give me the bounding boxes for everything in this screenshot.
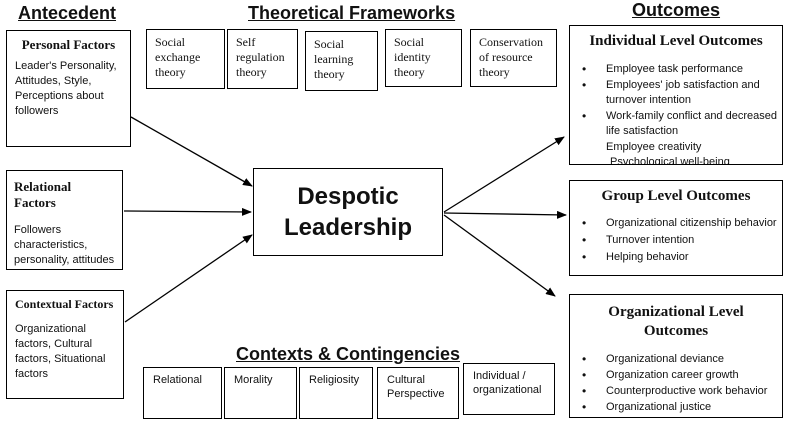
organizational-outcomes-title: Organizational Level Outcomes bbox=[608, 304, 744, 339]
framework-self-regulation: Self regulation theory bbox=[227, 29, 298, 89]
framework-social-identity: Social identity theory bbox=[385, 29, 462, 87]
relational-factors-title: Relational Factors bbox=[14, 179, 72, 210]
framework-label: Social learning theory bbox=[314, 37, 354, 81]
outcomes-heading: Outcomes bbox=[632, 0, 721, 20]
list-item: Turnover intention bbox=[570, 232, 782, 249]
arrow-center-to-individual bbox=[443, 136, 565, 213]
list-item: Employee creativity bbox=[606, 140, 702, 153]
context-label: Religiosity bbox=[309, 374, 360, 386]
list-item: Organizational justice bbox=[570, 399, 782, 415]
context-relational: Relational bbox=[143, 367, 222, 419]
arrow-center-to-group bbox=[443, 210, 567, 219]
contextual-factors-body: Organizational factors, Cultural factors… bbox=[15, 323, 106, 380]
context-label: Relational bbox=[153, 374, 202, 386]
context-label: Cultural Perspective bbox=[387, 374, 445, 400]
list-item: Helping behavior bbox=[570, 249, 782, 266]
list-item: Psychological well-being bbox=[610, 156, 730, 165]
organizational-outcomes-box: Organizational Level Outcomes Organizati… bbox=[569, 294, 783, 418]
personal-factors-body: Leader's Personality, Attitudes, Style, … bbox=[15, 60, 117, 117]
personal-factors-box: Personal Factors Leader's Personality, A… bbox=[6, 30, 131, 147]
list-item: Counterproductive work behavior bbox=[570, 383, 782, 399]
framework-conservation-resource: Conservation of resource theory bbox=[470, 29, 557, 87]
contextual-factors-title: Contextual Factors bbox=[15, 297, 114, 311]
framework-label: Self regulation theory bbox=[236, 35, 285, 79]
individual-outcomes-title: Individual Level Outcomes bbox=[589, 33, 763, 49]
contextual-factors-box: Contextual Factors Organizational factor… bbox=[6, 290, 124, 399]
arrow-relational-to-center bbox=[123, 207, 252, 216]
frameworks-heading: Theoretical Frameworks bbox=[248, 3, 456, 23]
framework-social-learning: Social learning theory bbox=[305, 31, 378, 91]
arrow-center-to-organizational bbox=[443, 214, 556, 297]
individual-outcomes-box: Individual Level Outcomes Employee task … bbox=[569, 25, 783, 165]
contexts-heading: Contexts & Contingencies bbox=[236, 344, 461, 364]
context-morality: Morality bbox=[224, 367, 297, 419]
context-individual-organizational: Individual / organizational bbox=[463, 363, 555, 415]
context-cultural-perspective: Cultural Perspective bbox=[377, 367, 459, 419]
list-item: Organizational citizenship behavior bbox=[570, 215, 782, 232]
individual-outcomes-list: Employee task performance Employees' job… bbox=[570, 62, 782, 165]
relational-factors-box: Relational Factors Followers characteris… bbox=[6, 170, 123, 270]
framework-label: Social identity theory bbox=[394, 35, 431, 79]
despotic-leadership-box: Despotic Leadership bbox=[253, 168, 443, 256]
personal-factors-title: Personal Factors bbox=[21, 37, 116, 52]
framework-label: Conservation of resource theory bbox=[479, 35, 543, 79]
group-outcomes-list: Organizational citizenship behavior Turn… bbox=[570, 215, 782, 266]
center-line-1: Despotic bbox=[297, 183, 399, 210]
list-item: Employee task performance bbox=[570, 62, 782, 78]
context-religiosity: Religiosity bbox=[299, 367, 373, 419]
framework-label: Social exchange theory bbox=[155, 35, 201, 79]
list-item: Work-family conflict and decreased life … bbox=[570, 109, 782, 140]
list-item: Organizational deviance bbox=[570, 351, 782, 367]
context-label: Individual / organizational bbox=[473, 370, 542, 396]
antecedent-heading: Antecedent bbox=[18, 3, 117, 23]
group-outcomes-box: Group Level Outcomes Organizational citi… bbox=[569, 180, 783, 276]
arrow-personal-to-center bbox=[130, 116, 253, 187]
list-item: Employees' job satisfaction and turnover… bbox=[570, 78, 782, 109]
relational-factors-body: Followers characteristics, personality, … bbox=[14, 224, 115, 266]
context-label: Morality bbox=[234, 374, 273, 386]
arrow-contextual-to-center bbox=[124, 234, 253, 323]
list-item: Organization career growth bbox=[570, 367, 782, 383]
framework-social-exchange: Social exchange theory bbox=[146, 29, 225, 89]
organizational-outcomes-list: Organizational deviance Organization car… bbox=[570, 351, 782, 415]
group-outcomes-title: Group Level Outcomes bbox=[601, 188, 751, 204]
center-line-2: Leadership bbox=[283, 214, 413, 241]
